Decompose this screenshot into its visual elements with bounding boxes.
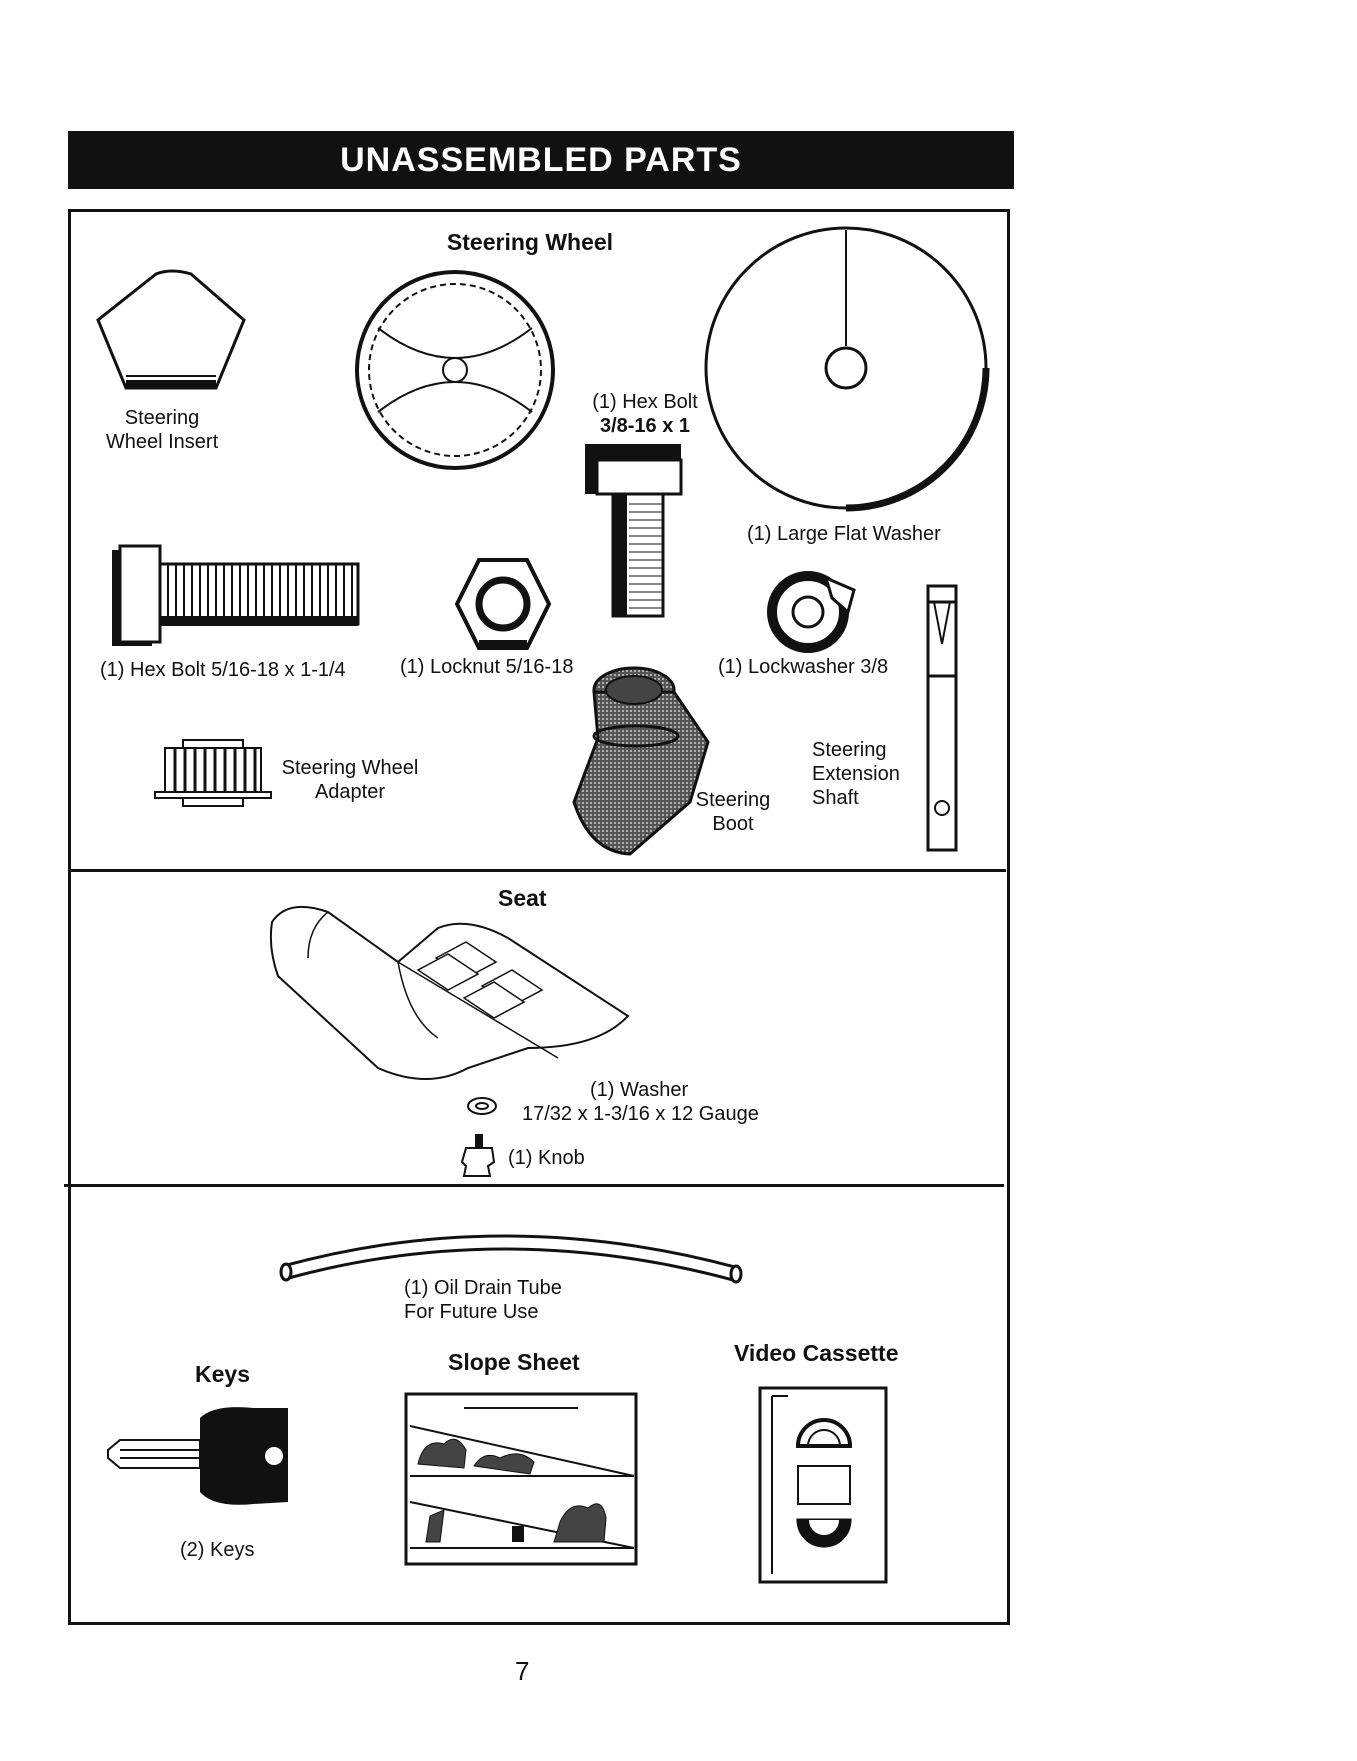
lockwasher-illustration [767,571,856,653]
knob-illustration [460,1134,496,1177]
steering-wheel-insert-label-line1: Steering [124,407,200,429]
knob-label: (1) Knob [508,1147,585,1169]
steering-wheel-adapter-illustration [154,739,272,807]
seat-washer-label: (1) Washer 17/32 x 1-3/16 x 12 Gauge [522,1078,759,1126]
seat-washer-label-line1: (1) Washer [590,1079,689,1101]
steering-wheel-adapter-label-line2: Adapter [314,781,386,803]
seat-washer-label-line2: 17/32 x 1-3/16 x 12 Gauge [522,1103,759,1125]
steering-wheel-heading: Steering Wheel [446,229,614,255]
steering-extension-shaft-label-line2: Extension [812,763,900,785]
steering-wheel-insert-label: Steering Wheel Insert [92,406,232,454]
large-flat-washer-illustration [704,226,990,512]
hex-bolt-small-illustration [112,544,360,646]
oil-drain-tube-label-line1: (1) Oil Drain Tube [404,1277,562,1299]
locknut-illustration [454,558,552,650]
oil-drain-tube-illustration [279,1234,743,1284]
hex-bolt-large-label-line1: (1) Hex Bolt [592,391,698,413]
steering-boot-label-line2: Boot [712,813,754,835]
keys-label: (2) Keys [180,1539,255,1561]
hex-bolt-small-label: (1) Hex Bolt 5/16-18 x 1-1/4 [100,659,346,681]
hex-bolt-large-illustration [585,444,683,618]
slope-sheet-heading: Slope Sheet [448,1349,580,1375]
steering-wheel-adapter-label-line1: Steering Wheel [281,757,419,779]
keys-heading: Keys [195,1361,250,1387]
locknut-label: (1) Locknut 5/16-18 [400,656,574,678]
steering-wheel-insert-illustration [96,269,246,390]
section-divider-seat-misc [64,1184,1004,1187]
steering-wheel-illustration [355,270,555,470]
section-divider-steering-seat [70,869,1006,872]
hex-bolt-large-label: (1) Hex Bolt 3/8-16 x 1 [585,390,705,438]
video-cassette-heading: Video Cassette [734,1340,899,1366]
seat-washer-illustration [467,1097,497,1115]
large-flat-washer-label: (1) Large Flat Washer [747,523,941,545]
page-title: UNASSEMBLED PARTS [68,131,1014,189]
seat-heading: Seat [498,885,547,911]
oil-drain-tube-label: (1) Oil Drain Tube For Future Use [404,1276,562,1324]
steering-extension-shaft-illustration [926,584,958,852]
seat-illustration [269,905,630,1080]
key-illustration [107,1407,288,1505]
steering-boot-label: Steering Boot [688,788,778,836]
steering-boot-illustration [572,666,710,856]
parts-frame [68,209,1010,1625]
video-cassette-illustration [758,1386,888,1584]
hex-bolt-large-label-line2: 3/8-16 x 1 [599,415,691,437]
steering-boot-label-line1: Steering [695,789,771,811]
page-number: 7 [515,1656,530,1686]
steering-extension-shaft-label-line3: Shaft [812,787,859,809]
oil-drain-tube-label-line2: For Future Use [404,1301,539,1323]
lockwasher-label: (1) Lockwasher 3/8 [718,656,889,678]
steering-extension-shaft-label: Steering Extension Shaft [812,738,900,810]
steering-wheel-insert-label-line2: Wheel Insert [105,431,219,453]
steering-wheel-adapter-label: Steering Wheel Adapter [270,756,430,804]
steering-extension-shaft-label-line1: Steering [812,739,887,761]
slope-sheet-illustration [404,1392,638,1566]
